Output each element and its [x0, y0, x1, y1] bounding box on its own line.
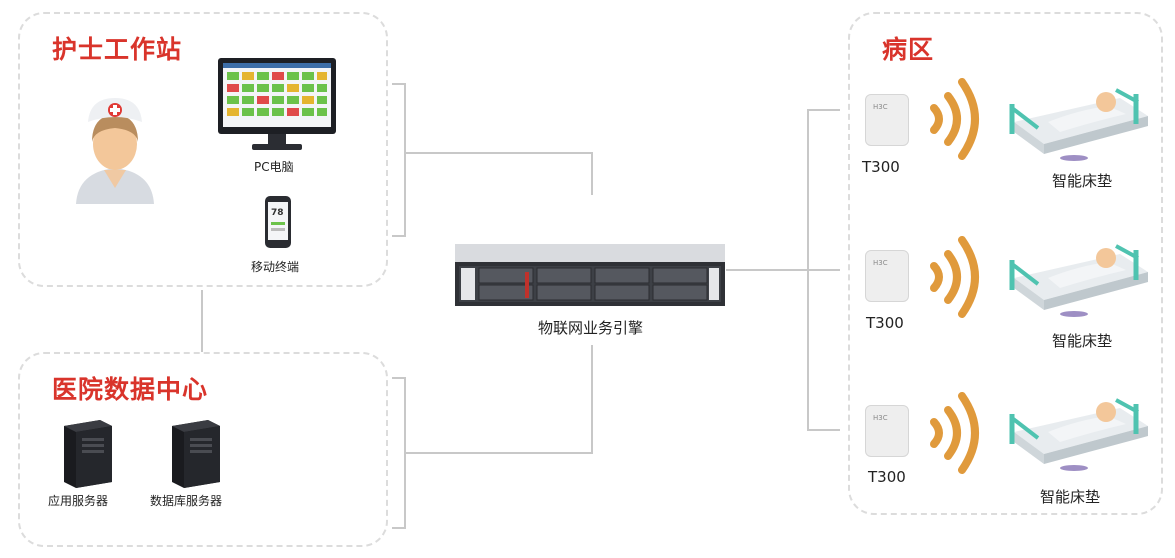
- iot-engine-label: 物联网业务引擎: [538, 319, 644, 337]
- nurse-bracket: [392, 83, 406, 237]
- app-server-icon: [64, 420, 112, 488]
- t300-sensor-icon: H3C: [865, 405, 909, 457]
- pc-label: PC电脑: [254, 160, 294, 174]
- nurse-station-title: 护士工作站: [52, 35, 183, 64]
- mobile-label: 移动终端: [251, 260, 300, 274]
- t300-sensor-icon: H3C: [865, 94, 909, 146]
- smart-mattress-bed-icon: [1009, 398, 1148, 471]
- db-server-icon: [172, 420, 220, 488]
- smart-mattress-label: 智能床垫: [1040, 488, 1101, 506]
- smart-mattress-bed-icon: [1009, 88, 1148, 161]
- wifi-signal-icon: [930, 78, 979, 160]
- t300-sensor-icon: H3C: [865, 250, 909, 302]
- iot-engine-server-icon: [455, 244, 725, 306]
- t300-label: T300: [866, 314, 904, 332]
- db-server-label: 数据库服务器: [150, 494, 223, 508]
- pc-monitor-icon: [218, 58, 336, 150]
- nurse-avatar-icon: [76, 98, 154, 204]
- device-brand-text: H3C: [873, 414, 888, 422]
- wifi-signal-icon: [930, 392, 979, 474]
- t300-label: T300: [868, 468, 906, 486]
- smart-mattress-bed-icon: [1009, 244, 1148, 317]
- data-center-title: 医院数据中心: [52, 375, 209, 404]
- nurse-to-engine-line: [405, 152, 593, 195]
- t300-label: T300: [862, 158, 900, 176]
- app-server-label: 应用服务器: [48, 494, 109, 508]
- device-brand-text: H3C: [873, 103, 888, 111]
- mobile-terminal-icon: 78: [265, 196, 291, 248]
- smart-mattress-label: 智能床垫: [1052, 172, 1113, 190]
- datacenter-to-engine-line: [405, 345, 593, 454]
- mobile-screen-text: 78: [271, 208, 284, 218]
- ward-title: 病区: [882, 35, 935, 64]
- nurse-station-panel: [18, 12, 388, 287]
- device-brand-text: H3C: [873, 259, 888, 267]
- smart-mattress-label: 智能床垫: [1052, 332, 1113, 350]
- datacenter-bracket: [392, 377, 406, 529]
- wifi-signal-icon: [930, 236, 979, 318]
